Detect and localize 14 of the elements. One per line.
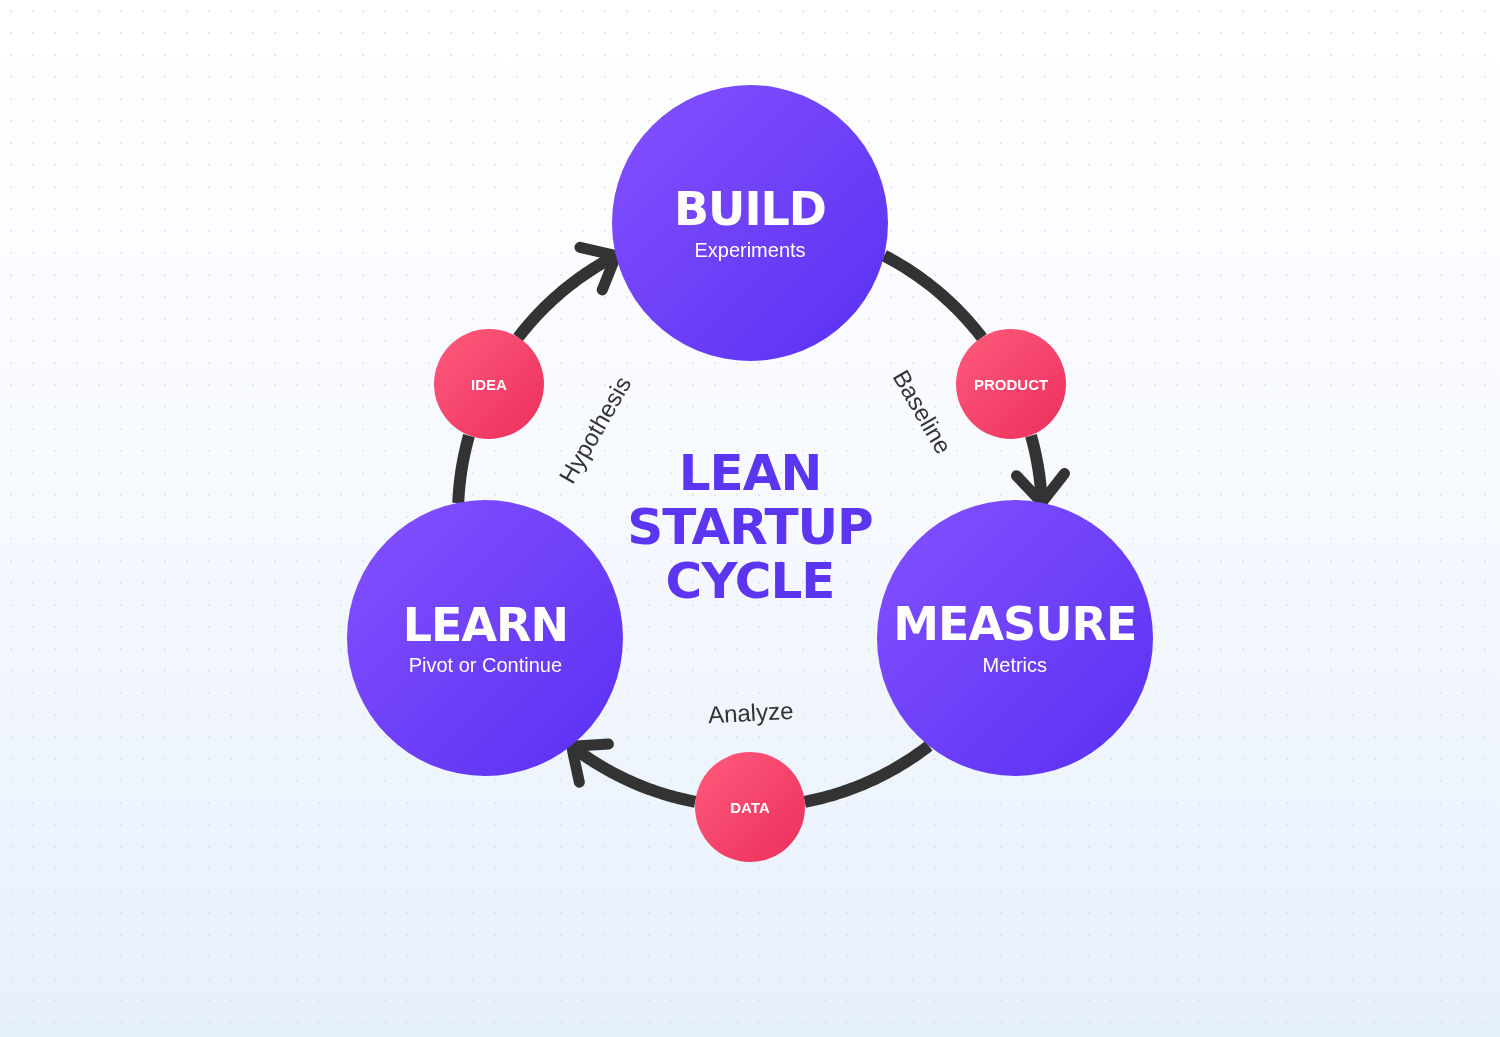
cycle-line — [802, 741, 933, 808]
stage-subtitle: Pivot or Continue — [408, 654, 563, 678]
stage-subtitle: Experiments — [694, 238, 806, 262]
stage-heading: MEASURE — [893, 599, 1137, 650]
arc-label: Analyze — [706, 696, 794, 730]
diagram-title: LEAN STARTUP CYCLE — [627, 446, 874, 608]
cycle-line — [880, 250, 987, 342]
stage-heading: PRODUCT — [974, 375, 1049, 393]
stage-heading: IDEA — [471, 375, 507, 393]
stage-subtitle: Metrics — [982, 653, 1048, 677]
stage-heading: DATA — [730, 798, 770, 816]
stage-heading: LEARN — [402, 599, 568, 651]
cycle-arrow — [566, 738, 698, 808]
stage-heading: BUILD — [674, 184, 826, 235]
